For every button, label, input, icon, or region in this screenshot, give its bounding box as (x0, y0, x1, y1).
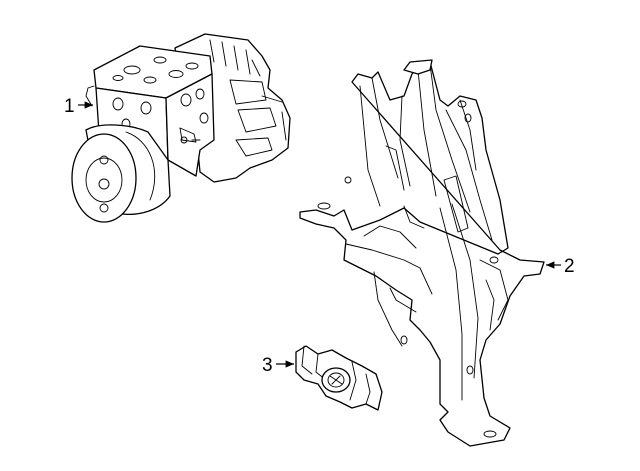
abs-modulator-part[interactable] (71, 33, 291, 223)
callout-3: 3 (262, 355, 294, 376)
callout-label-2: 2 (564, 256, 575, 277)
bracket-part[interactable] (299, 59, 545, 447)
callout-2: 2 (546, 256, 575, 277)
isolator-part[interactable] (295, 345, 383, 411)
callout-label-3: 3 (262, 355, 273, 376)
callout-label-1: 1 (64, 96, 75, 117)
callout-1: 1 (64, 96, 93, 117)
